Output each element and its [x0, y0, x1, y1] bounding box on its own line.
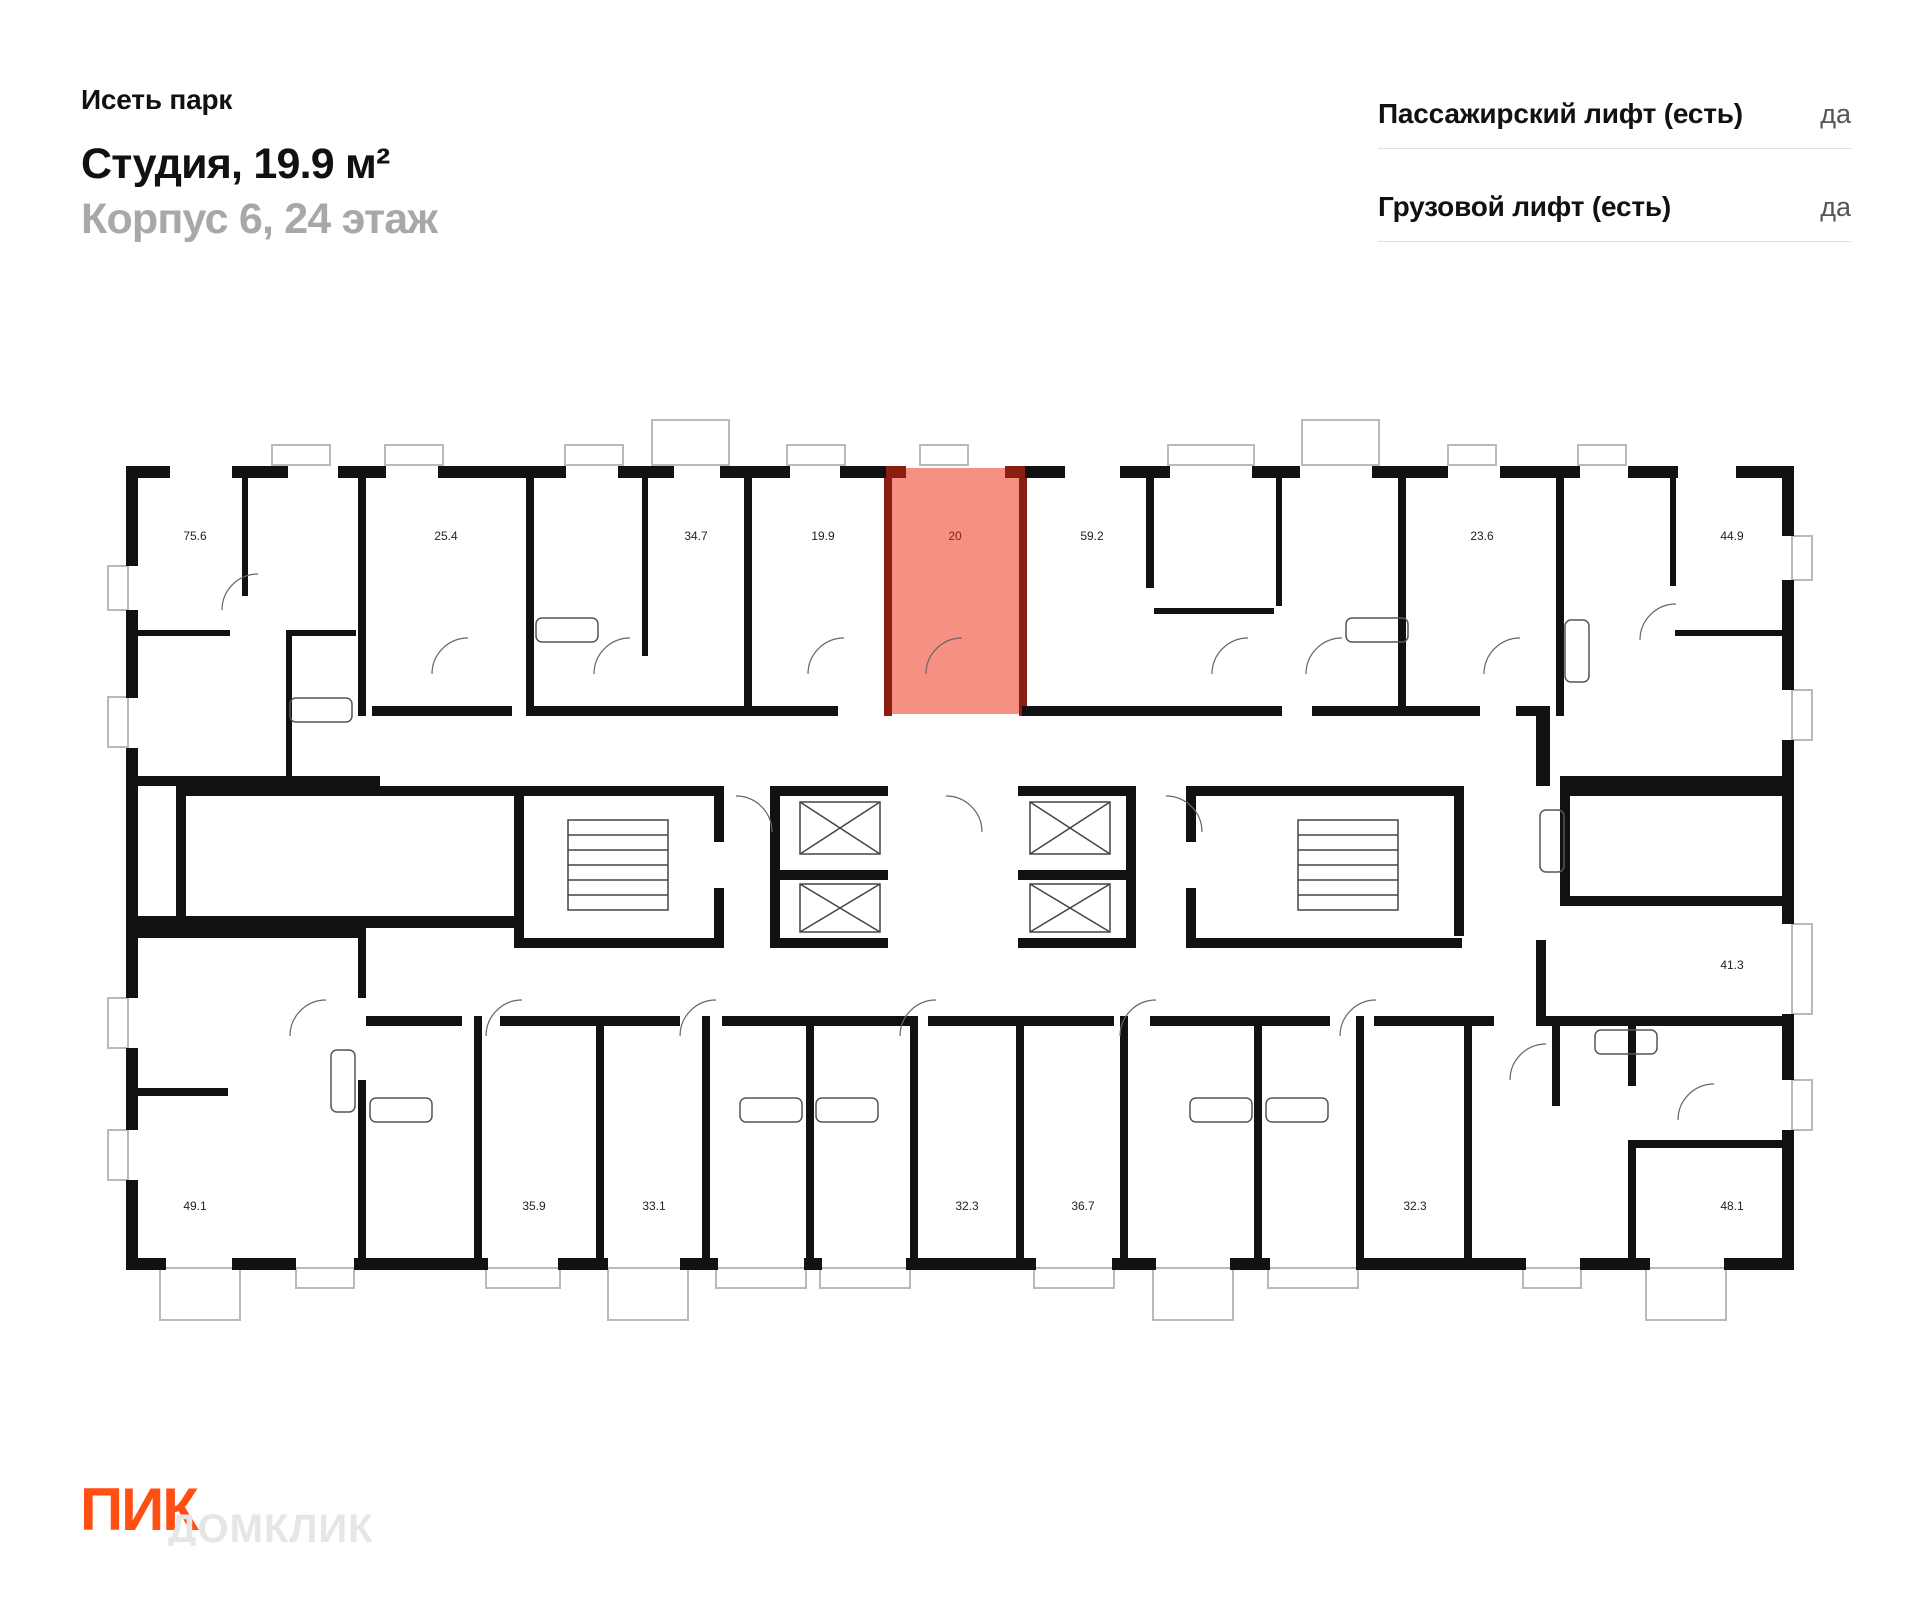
room-area-label[interactable]: 36.7 [1071, 1199, 1095, 1213]
room-area-label[interactable]: 41.3 [1720, 958, 1744, 972]
windows-sides [107, 535, 1813, 1181]
brand-logo: ПИК ДОМКЛИК [80, 1476, 374, 1546]
unit-title: Студия, 19.9 м² [81, 140, 390, 188]
room-area-label[interactable]: 23.6 [1470, 529, 1494, 543]
windows-bottom [159, 1267, 1727, 1321]
svg-text:ДОМКЛИК: ДОМКЛИК [168, 1507, 374, 1546]
stairs-and-elevators [567, 801, 1399, 933]
feature-label: Пассажирский лифт (есть) [1378, 98, 1743, 129]
room-area-label[interactable]: 48.1 [1720, 1199, 1744, 1213]
room-area-label[interactable]: 33.1 [642, 1199, 666, 1213]
room-area-label[interactable]: 49.1 [183, 1199, 207, 1213]
feature-value: да [1820, 191, 1851, 222]
room-area-label[interactable]: 75.6 [183, 529, 207, 543]
room-area-label[interactable]: 44.9 [1720, 529, 1744, 543]
fixtures [289, 617, 1658, 1123]
room-area-label[interactable]: 25.4 [434, 529, 458, 543]
feature-row-freight-lift: Грузовой лифт (есть) да [1378, 173, 1851, 242]
feature-row-passenger-lift: Пассажирский лифт (есть) да [1378, 80, 1851, 149]
room-area-label[interactable]: 19.9 [811, 529, 835, 543]
svg-text:ПИК: ПИК [80, 1476, 199, 1543]
room-area-label[interactable]: 35.9 [522, 1199, 546, 1213]
room-area-label[interactable]: 32.3 [1403, 1199, 1427, 1213]
room-area-label-selected[interactable]: 20 [948, 529, 962, 543]
building-core-walls [138, 786, 1782, 948]
project-name: Исеть парк [81, 84, 233, 115]
feature-label: Грузовой лифт (есть) [1378, 191, 1671, 222]
room-area-label[interactable]: 32.3 [955, 1199, 979, 1213]
room-area-label[interactable]: 34.7 [684, 529, 708, 543]
room-area-label[interactable]: 59.2 [1080, 529, 1104, 543]
feature-value: да [1820, 98, 1851, 129]
selected-apartment-highlight[interactable] [888, 468, 1023, 714]
inner-walls-bottom [138, 928, 1782, 1270]
inner-walls-top [126, 466, 1782, 790]
features-list: Пассажирский лифт (есть) да Грузовой лиф… [1378, 80, 1851, 242]
unit-location: Корпус 6, 24 этаж [81, 195, 438, 243]
selected-apartment-walls [884, 466, 1027, 716]
door-swings [221, 573, 1715, 1121]
windows-top [271, 419, 1627, 466]
